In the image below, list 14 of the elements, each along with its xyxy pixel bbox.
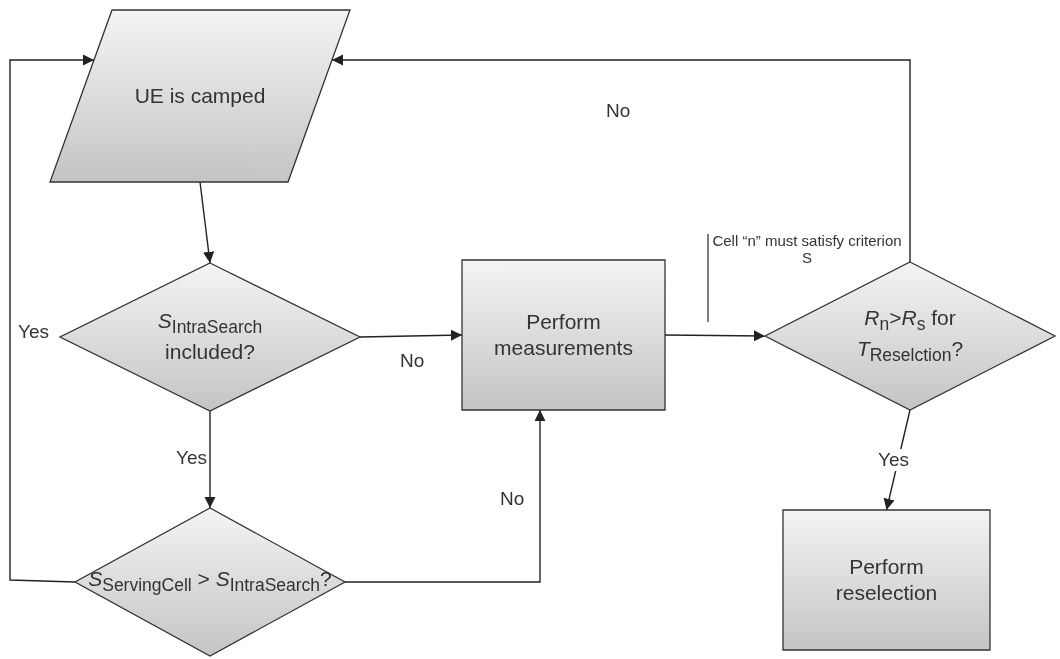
edge-label: Yes (876, 449, 911, 471)
node-text: R$_{n}$>R$_{s}$ for T$_{Reselction}$? (855, 304, 965, 368)
node-text: S$_{IntraSearch}$ included? (156, 308, 264, 366)
arrow (199, 181, 215, 264)
arrow (359, 329, 463, 341)
node-text: UE is camped (133, 82, 267, 109)
arrow (204, 410, 216, 509)
node-text: S$_{ServingCell}$ > S$_{IntraSearch}$? (87, 566, 333, 598)
node-text: Perform measurements (493, 308, 634, 361)
arrow (344, 409, 546, 583)
node-text: Perform reselection (834, 553, 939, 606)
note-text: Cell “n” must satisfy criterion S (712, 232, 902, 266)
arrow (9, 54, 95, 583)
arrow (331, 54, 911, 263)
